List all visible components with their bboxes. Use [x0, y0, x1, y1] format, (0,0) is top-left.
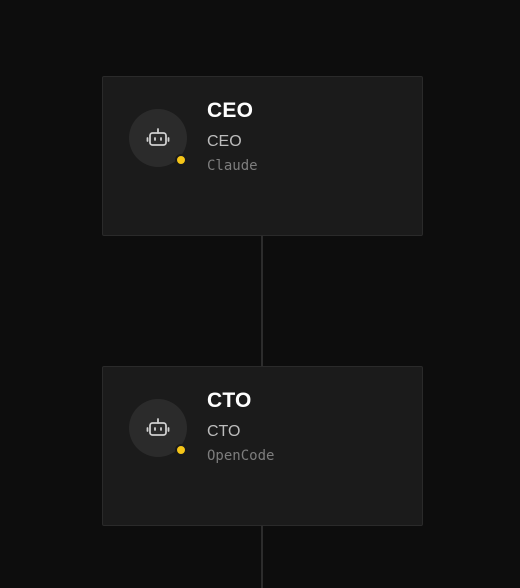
status-indicator-dot — [175, 444, 187, 456]
node-role: CEO — [207, 133, 242, 150]
agent-avatar — [129, 399, 187, 457]
node-title: CTO — [207, 389, 252, 412]
robot-icon — [146, 128, 170, 146]
node-role: CTO — [207, 423, 241, 440]
robot-icon — [146, 418, 170, 436]
status-indicator-dot — [175, 154, 187, 166]
node-adapter: OpenCode — [207, 448, 275, 464]
org-node-ceo[interactable]: CEO CEO Claude — [102, 76, 423, 236]
node-adapter: Claude — [207, 158, 258, 174]
node-title: CEO — [207, 99, 254, 122]
connector-cto-below — [261, 526, 263, 588]
agent-avatar — [129, 109, 187, 167]
org-node-cto[interactable]: CTO CTO OpenCode — [102, 366, 423, 526]
connector-ceo-cto — [261, 236, 263, 367]
